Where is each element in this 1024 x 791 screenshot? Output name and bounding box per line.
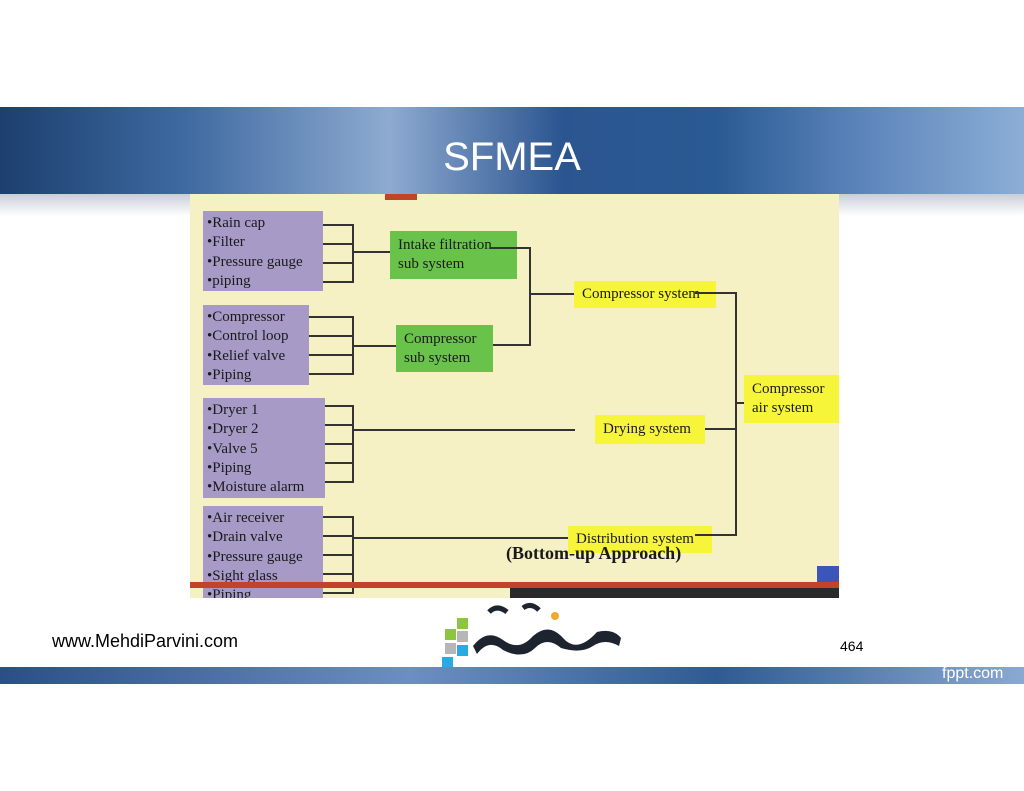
component-item: •Moisture alarm	[207, 479, 305, 496]
connector-line	[493, 344, 530, 346]
logo-square	[457, 618, 468, 629]
top-compressor-air-system: Compressor air system	[744, 375, 839, 423]
component-item: •Pressure gauge	[207, 253, 303, 270]
connector-line	[325, 443, 353, 445]
footer-url[interactable]: www.MehdiParvini.com	[52, 631, 239, 651]
connector-line	[695, 534, 736, 536]
logo-square	[445, 643, 456, 654]
connector-line	[353, 537, 568, 539]
connector-line	[735, 292, 737, 536]
logo-script-marks	[487, 602, 541, 615]
component-group-compressor: •Compressor •Control loop •Relief valve …	[203, 305, 309, 385]
logo-square	[445, 629, 456, 640]
logo-square	[457, 631, 468, 642]
system-label: Drying system	[603, 421, 691, 437]
component-item: •Sight glass	[207, 567, 278, 584]
connector-line	[309, 335, 353, 337]
subsystem-intake-filtration: Intake filtration sub system	[390, 231, 517, 279]
subsystem-compressor: Compressor sub system	[396, 325, 493, 372]
fppt-label: fppt.com	[942, 665, 1004, 682]
red-strip	[190, 582, 839, 588]
connector-line	[352, 224, 354, 283]
sfmea-diagram: •Rain cap •Filter •Pressure gauge •pipin…	[190, 194, 839, 598]
connector-line	[352, 405, 354, 483]
page-number: 464	[840, 638, 864, 654]
mehdi-parvini-logo	[442, 602, 621, 668]
connector-line	[490, 247, 530, 249]
connector-line	[309, 373, 353, 375]
dark-strip	[510, 588, 839, 598]
connector-line	[323, 516, 353, 518]
system-label: Distribution system	[576, 531, 694, 547]
logo-square	[457, 645, 468, 656]
component-item: •Air receiver	[207, 510, 285, 526]
connector-line	[323, 281, 353, 283]
connector-line	[325, 481, 353, 483]
subsystem-label-line1: Compressor	[404, 331, 477, 347]
connector-line	[325, 405, 353, 407]
connector-line	[323, 535, 353, 537]
component-item: •Relief valve	[207, 347, 286, 364]
connector-line	[353, 429, 575, 431]
top-label-line2: air system	[752, 400, 814, 416]
connector-line	[353, 345, 396, 347]
component-item: •Piping	[207, 587, 252, 598]
component-item: •Piping	[207, 366, 252, 383]
subsystem-label-line2: sub system	[404, 350, 471, 366]
component-item: •Drain valve	[207, 529, 283, 546]
title-bar: SFMEA	[0, 107, 1024, 194]
connector-line	[353, 251, 390, 253]
logo-dot	[551, 612, 559, 620]
connector-line	[325, 462, 353, 464]
component-item: •Rain cap	[207, 215, 266, 231]
subsystem-label-line1: Intake filtration	[398, 237, 492, 253]
connector-line	[325, 424, 353, 426]
connector-line	[352, 516, 354, 594]
connector-line	[309, 316, 353, 318]
component-group-intake: •Rain cap •Filter •Pressure gauge •pipin…	[203, 211, 323, 291]
connector-line	[323, 243, 353, 245]
system-label: Compressor system	[582, 286, 700, 302]
connector-line	[695, 292, 736, 294]
connector-line	[323, 262, 353, 264]
connector-line	[323, 554, 353, 556]
connector-line	[736, 402, 744, 404]
component-item: •Filter	[207, 234, 245, 251]
logo-script	[473, 629, 621, 655]
connector-line	[705, 428, 736, 430]
connector-line	[323, 573, 353, 575]
component-item: •Piping	[207, 459, 252, 476]
top-label-line1: Compressor	[752, 381, 825, 397]
component-item: •Dryer 1	[207, 402, 259, 418]
connector-line	[323, 592, 353, 594]
slide: SFMEA •Rain cap •Filter •Pressure gauge …	[0, 107, 1024, 684]
footer-bar	[0, 667, 1024, 684]
component-item: •Compressor	[207, 309, 285, 325]
subsystem-label-line2: sub system	[398, 256, 465, 272]
connector-line	[530, 293, 574, 295]
component-item: •piping	[207, 272, 251, 289]
system-distribution: Distribution system	[568, 526, 712, 553]
component-item: •Pressure gauge	[207, 548, 303, 565]
red-mark	[385, 194, 417, 200]
connector-line	[529, 247, 531, 346]
system-drying: Drying system	[595, 415, 705, 444]
component-group-drying: •Dryer 1 •Dryer 2 •Valve 5 •Piping •Mois…	[203, 398, 325, 498]
component-item: •Dryer 2	[207, 421, 259, 438]
slide-title: SFMEA	[443, 135, 581, 179]
diagram-caption: (Bottom-up Approach)	[506, 543, 682, 563]
component-item: •Control loop	[207, 328, 289, 345]
logo-square	[442, 657, 453, 668]
connector-line	[323, 224, 353, 226]
connector-line	[309, 354, 353, 356]
system-compressor: Compressor system	[574, 281, 716, 308]
component-item: •Valve 5	[207, 440, 258, 457]
